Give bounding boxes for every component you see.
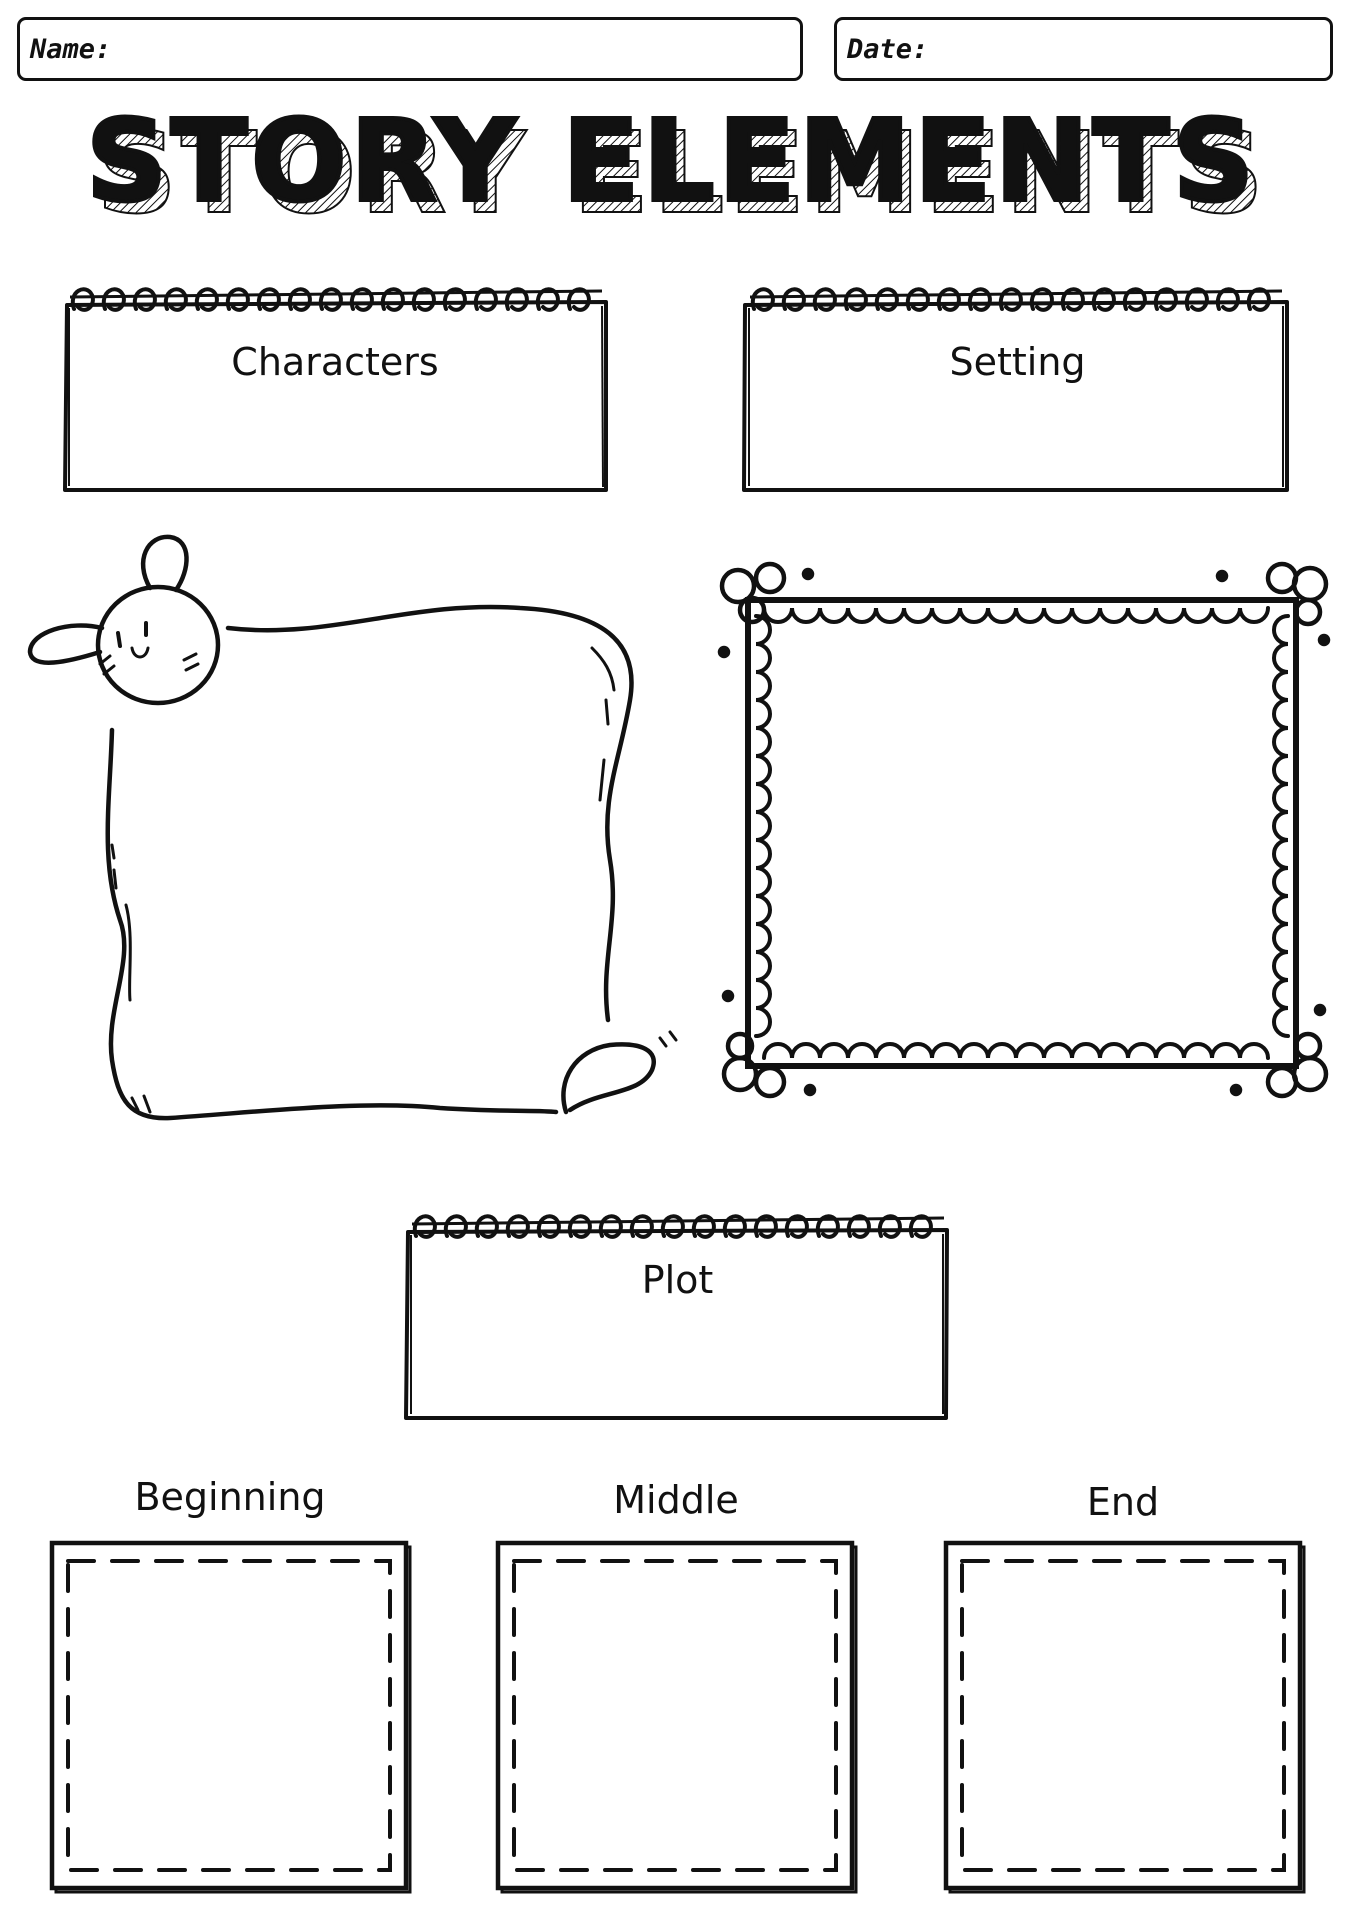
plot-label: Plot	[641, 1258, 714, 1302]
spiral-loop	[1215, 287, 1240, 312]
spiral-loop	[1060, 287, 1085, 312]
spiral-loop	[535, 287, 560, 312]
spiral-loop	[998, 287, 1023, 312]
spiral-loop	[874, 287, 899, 312]
middle-box	[495, 1540, 858, 1894]
spiral-binding-icon	[69, 287, 603, 312]
name-field[interactable]: Name:	[17, 17, 803, 81]
beginning-label: Beginning	[134, 1475, 326, 1519]
spiral-loop	[1122, 287, 1147, 312]
title-graphic: STORY ELEMENTS STORY ELEMENTS	[84, 95, 1268, 240]
spiral-loop	[163, 287, 188, 312]
setting-writing-area[interactable]	[760, 612, 1284, 1054]
characters-writing-area[interactable]	[130, 670, 600, 1090]
spiral-loop	[598, 1214, 623, 1239]
spiral-loop	[877, 1214, 902, 1239]
spiral-loop	[908, 1214, 933, 1239]
spiral-binding-icon	[411, 1214, 945, 1239]
spiral-loop	[753, 1214, 778, 1239]
spiral-loop	[225, 287, 250, 312]
spiral-loop	[256, 287, 281, 312]
spiral-loop	[536, 1214, 561, 1239]
spiral-loop	[660, 1214, 685, 1239]
spiral-loop	[567, 1214, 592, 1239]
spiral-loop	[380, 287, 405, 312]
spiral-loop	[566, 287, 591, 312]
date-label: Date:	[847, 34, 929, 65]
page-title: STORY ELEMENTS	[86, 97, 1258, 227]
beginning-writing-area[interactable]	[60, 1560, 400, 1880]
spiral-loop	[132, 287, 157, 312]
setting-label: Setting	[949, 340, 1086, 384]
spiral-loop	[1246, 287, 1271, 312]
characters-label: Characters	[231, 340, 439, 384]
spiral-binding-icon	[749, 287, 1283, 312]
name-label: Name:	[30, 34, 112, 65]
beginning-box	[49, 1540, 412, 1894]
end-writing-area[interactable]	[956, 1560, 1296, 1880]
spiral-loop	[504, 287, 529, 312]
spiral-loop	[474, 1214, 499, 1239]
spiral-loop	[1091, 287, 1116, 312]
spiral-loop	[194, 287, 219, 312]
date-field[interactable]: Date:	[834, 17, 1333, 81]
spiral-loop	[784, 1214, 809, 1239]
name-input[interactable]	[120, 32, 788, 70]
setting-box	[742, 287, 1289, 492]
spiral-loop	[1153, 287, 1178, 312]
spiral-loop	[411, 287, 436, 312]
spiral-loop	[505, 1214, 530, 1239]
spiral-loop	[629, 1214, 654, 1239]
plot-box	[404, 1214, 949, 1420]
characters-box	[63, 287, 608, 492]
spiral-loop	[812, 287, 837, 312]
spiral-loop	[936, 287, 961, 312]
spiral-loop	[843, 287, 868, 312]
title-shadow: STORY ELEMENTS	[96, 109, 1268, 239]
spiral-loop	[1184, 287, 1209, 312]
spiral-loop	[101, 287, 126, 312]
scalloped-frame-icon	[717, 561, 1331, 1099]
spiral-loop	[815, 1214, 840, 1239]
end-box	[943, 1540, 1306, 1894]
spiral-loop	[967, 287, 992, 312]
spiral-loop	[905, 287, 930, 312]
middle-label: Middle	[613, 1478, 739, 1522]
spiral-loop	[318, 287, 343, 312]
spiral-loop	[473, 287, 498, 312]
bunny-frame-icon	[27, 534, 678, 1121]
spiral-loop	[442, 287, 467, 312]
middle-writing-area[interactable]	[508, 1560, 848, 1880]
spiral-loop	[846, 1214, 871, 1239]
end-label: End	[1086, 1480, 1160, 1524]
spiral-loop	[287, 287, 312, 312]
spiral-loop	[722, 1214, 747, 1239]
spiral-loop	[781, 287, 806, 312]
date-input[interactable]	[933, 32, 1318, 70]
